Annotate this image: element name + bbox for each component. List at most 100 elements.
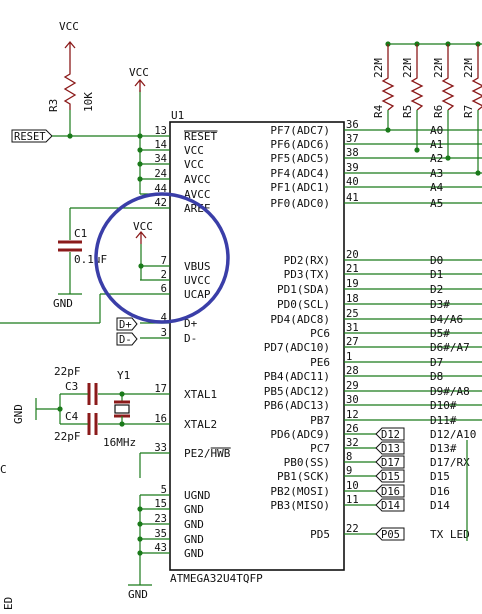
pin-number: 13 [154,125,167,137]
pin-number: 6 [161,283,167,295]
pin-number: 2 [161,269,167,281]
junction [137,161,143,167]
pin-name: PB3(MISO) [270,499,330,512]
net-flag: D14 [375,498,405,512]
net-label: D1 [430,268,443,281]
usb-dm-flag: D- [116,332,138,346]
net-flag: D16 [375,484,405,498]
net-label: D13# [430,442,457,455]
net-label: D2 [430,283,443,296]
pin-number: 11 [346,494,359,506]
resistor-zigzag [381,44,395,111]
pin-number: 26 [346,423,359,435]
net-label: D5# [430,327,450,340]
resistor-zigzag [410,44,424,111]
pin-number: 15 [154,498,167,510]
net-flag: D13 [375,441,405,455]
pin-name: UCAP [184,288,211,301]
pin-number: 14 [154,139,167,151]
net-flag-label: P05 [381,529,400,541]
pin-name: PD7(ADC10) [264,341,330,354]
pin-number: 1 [346,351,352,363]
junction [119,391,125,397]
y1-crystal [114,394,130,424]
c3-capacitor [87,383,98,405]
junction [414,147,420,153]
net-label: D8 [430,370,443,383]
net-flag-label: D17 [381,457,400,469]
edge-text-ed: ED [2,597,15,610]
net-label: A1 [430,138,443,151]
pin-number: 37 [346,133,359,145]
pin-name: PB1(SCK) [277,470,330,483]
pin-name: PF1(ADC1) [270,181,330,194]
pin-number: 5 [161,484,167,496]
pin-number: 19 [346,278,359,290]
pin-name: PB6(ADC13) [264,399,330,412]
pin-name: PF4(ADC4) [270,167,330,180]
right-pin-group: 36PF7(ADC7)A037PF6(ADC6)A138PF5(ADC5)A23… [264,119,482,541]
pin-number: 22 [346,523,359,535]
net-label: D7 [430,356,443,369]
net-flag-label: D15 [381,471,400,483]
net-label: D15 [430,470,450,483]
c4-capacitor [87,413,98,435]
net-label: D3# [430,298,450,311]
junction [475,170,481,176]
pin-number: 16 [154,413,167,425]
pin-number: 34 [154,153,167,165]
usb-dm-label: D- [119,334,132,346]
net-flag-label: D13 [381,443,400,455]
pin-name: XTAL2 [184,418,217,431]
pin-name: PD0(SCL) [277,298,330,311]
pin-number: 23 [154,513,167,525]
vcc-symbol-main: VCC [129,66,149,92]
resistor-zigzag [471,44,482,111]
net-flag-label: D12 [381,429,400,441]
pin-number: 20 [346,249,359,261]
vcc-arrow-vbus [135,230,147,239]
pin-name: PF0(ADC0) [270,197,330,210]
c3-ref: C3 [65,380,78,393]
pin-number: 39 [346,162,359,174]
pin-name: VCC [184,158,204,171]
gnd-label-main: GND [128,588,148,601]
pin-number: 27 [346,336,359,348]
junction [445,155,451,161]
pin-name: GND [184,533,204,546]
pin-number: 3 [161,327,167,339]
pin-number: 42 [154,197,167,209]
pullup-value: 22M [432,58,445,78]
gnd-label-xtal: GND [12,404,25,424]
pin-name: UVCC [184,274,211,287]
junction [119,421,125,427]
vcc-label-vbus: VCC [133,220,153,233]
c4-value: 22pF [54,430,81,443]
r3-resistor [63,58,77,110]
junction [137,536,143,542]
net-label: A2 [430,152,443,165]
net-label: A3 [430,167,443,180]
usb-dp-flag: D+ [116,317,138,331]
gnd-label-c1: GND [53,297,73,310]
pin-name: GND [184,503,204,516]
